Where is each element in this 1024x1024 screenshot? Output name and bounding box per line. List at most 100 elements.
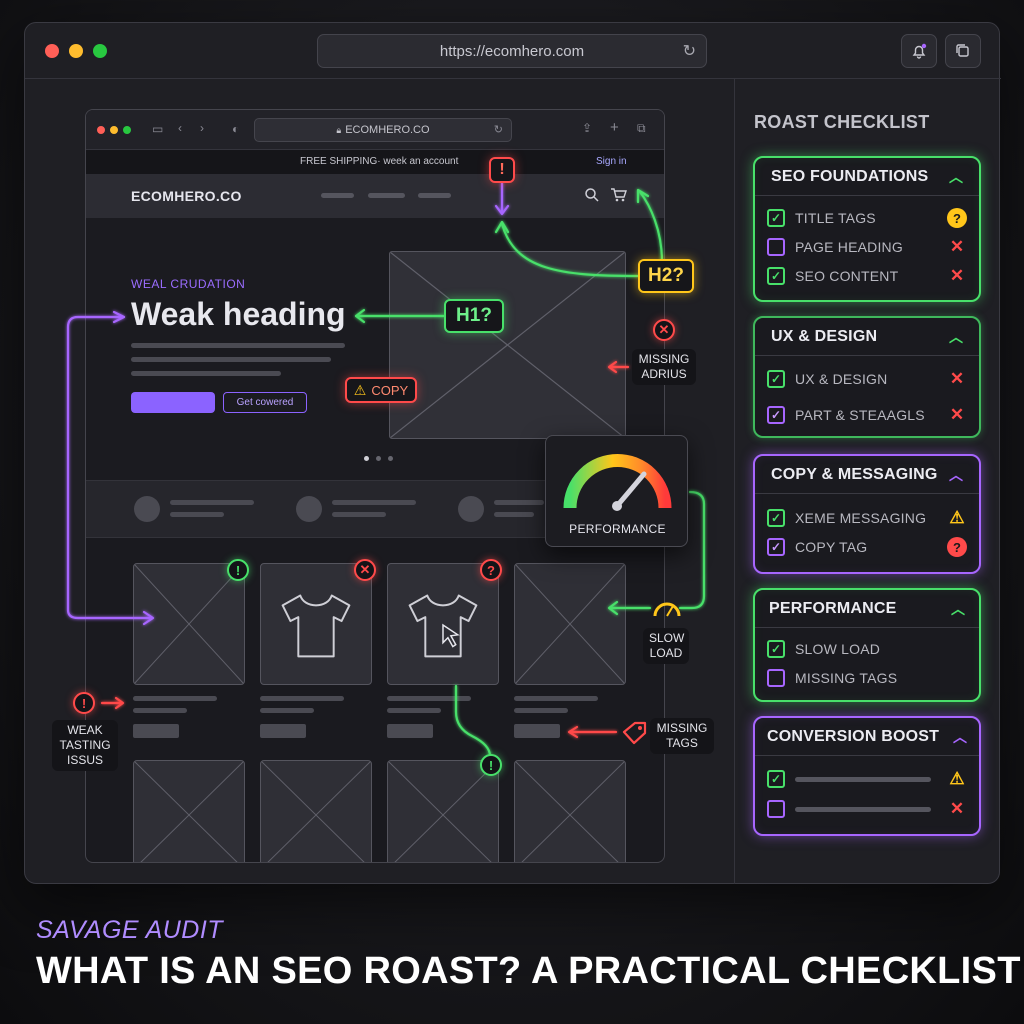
sign-in-link[interactable]: Sign in (596, 156, 627, 167)
checklist-panel-seo-foundations[interactable]: SEO FOUNDATIONS ︿ ✓ TITLE TAGS ? PAGE HE… (753, 156, 981, 302)
promo-bar: FREE SHIPPING· week an account Sign in (86, 150, 664, 174)
chevron-up-icon[interactable]: ︿ (951, 600, 965, 617)
checklist-item[interactable]: ✓ SLOW LOAD (767, 638, 967, 660)
product-price (133, 724, 179, 738)
error-x-icon: ✕ (653, 319, 675, 341)
checkbox-checked[interactable]: ✓ (767, 770, 785, 788)
h1-annotation-badge[interactable]: H1? (444, 299, 504, 333)
close-window-button[interactable] (45, 44, 59, 58)
cart-icon[interactable] (610, 187, 628, 203)
checklist-item[interactable]: ✓ UX & DESIGN ✕ (767, 368, 967, 390)
checklist-panel-conversion-boost[interactable]: CONVERSION BOOST ︿ ✓ ⚠ ✕ (753, 716, 981, 836)
secondary-cta-button[interactable]: Get cowered (223, 392, 307, 413)
mock-maximize-button[interactable] (123, 126, 131, 134)
missing-adrius-callout: MISSING ADRIUS (632, 349, 696, 385)
checkbox-checked[interactable]: ✓ (767, 267, 785, 285)
carousel-dot-active[interactable] (364, 456, 369, 461)
carousel-dot[interactable] (376, 456, 381, 461)
copy-annotation-badge[interactable]: ⚠ COPY (345, 377, 417, 403)
performance-gauge-card[interactable]: PERFORMANCE (545, 435, 688, 547)
gauge-icon (563, 454, 672, 511)
checkbox-unchecked[interactable] (767, 800, 785, 818)
promo-text: FREE SHIPPING· week an account (300, 156, 459, 167)
product-card[interactable] (260, 760, 372, 862)
copy-annotation-label: COPY (371, 382, 409, 398)
panel-header[interactable]: CONVERSION BOOST ︿ (755, 718, 979, 756)
checkbox-checked[interactable]: ✓ (767, 370, 785, 388)
checkbox-checked[interactable]: ✓ (767, 209, 785, 227)
panel-title: UX & DESIGN (771, 327, 878, 345)
checklist-item[interactable]: MISSING TAGS (767, 667, 967, 689)
mock-close-button[interactable] (97, 126, 105, 134)
mock-address-bar[interactable]: 🔒︎ ECOMHERO.CO ↻ (254, 118, 512, 142)
product-card[interactable] (133, 760, 245, 862)
back-icon[interactable]: ‹ (178, 121, 182, 135)
checklist-panel-performance[interactable]: PERFORMANCE ︿ ✓ SLOW LOAD MISSING TAGS (753, 588, 981, 702)
feature-text (494, 512, 534, 517)
checkbox-checked[interactable]: ✓ (767, 640, 785, 658)
reload-icon[interactable]: ↻ (682, 43, 696, 60)
site-navbar: ECOMHERO.CO (86, 174, 664, 218)
chevron-up-icon[interactable]: ︿ (949, 328, 963, 345)
checklist-item[interactable]: ✕ (767, 798, 967, 820)
minimize-window-button[interactable] (69, 44, 83, 58)
lock-icon: 🔒︎ (336, 124, 342, 135)
feature-text (170, 500, 254, 505)
checklist-item[interactable]: ✓ TITLE TAGS ? (767, 207, 967, 229)
checklist-item-placeholder (795, 806, 931, 812)
checkbox-unchecked[interactable] (767, 669, 785, 687)
copy-button[interactable] (945, 34, 981, 68)
checklist-item[interactable]: ✓ COPY TAG ? (767, 536, 967, 558)
mock-reload-icon[interactable]: ↻ (493, 124, 503, 136)
tabs-icon[interactable]: ⧉ (637, 121, 646, 135)
address-bar[interactable]: https://ecomhero.com ↻ (317, 34, 707, 68)
notification-button[interactable] (901, 34, 937, 68)
checklist-item[interactable]: ✓ PART & STEAAGLS ✕ (767, 404, 967, 426)
chevron-up-icon[interactable]: ︿ (949, 466, 963, 483)
nav-link-2[interactable] (368, 193, 405, 198)
product-title (514, 696, 598, 701)
checkbox-checked[interactable]: ✓ (767, 509, 785, 527)
site-logo[interactable]: ECOMHERO.CO (131, 188, 242, 204)
search-icon[interactable] (584, 187, 600, 203)
checklist-panel-copy-messaging[interactable]: COPY & MESSAGING ︿ ✓ XEME MESSAGING ⚠ ✓ … (753, 454, 981, 574)
panel-title: PERFORMANCE (769, 599, 897, 617)
checkbox-checked[interactable]: ✓ (767, 538, 785, 556)
chevron-up-icon[interactable]: ︿ (953, 728, 967, 745)
mock-minimize-button[interactable] (110, 126, 118, 134)
checklist-panel-ux-design[interactable]: UX & DESIGN ︿ ✓ UX & DESIGN ✕ ✓ PART & S… (753, 316, 981, 438)
product-card[interactable] (387, 760, 499, 862)
checkbox-unchecked[interactable] (767, 238, 785, 256)
panel-header[interactable]: PERFORMANCE ︿ (755, 590, 979, 628)
product-card[interactable] (260, 563, 372, 685)
nav-link-3[interactable] (418, 193, 451, 198)
primary-cta-button[interactable] (131, 392, 215, 413)
checklist-item[interactable]: ✓ ⚠ (767, 768, 967, 790)
product-card[interactable] (387, 563, 499, 685)
new-tab-icon[interactable]: + (610, 119, 619, 136)
hero-text-line (131, 371, 281, 376)
checklist-item[interactable]: ✓ SEO CONTENT ✕ (767, 265, 967, 287)
chevron-up-icon[interactable]: ︿ (949, 168, 963, 185)
product-card[interactable] (133, 563, 245, 685)
alert-annotation-badge[interactable]: ! (489, 157, 515, 183)
maximize-window-button[interactable] (93, 44, 107, 58)
sidebar-icon[interactable]: ▭ (152, 122, 164, 136)
checklist-item[interactable]: ✓ XEME MESSAGING ⚠ (767, 507, 967, 529)
panel-header[interactable]: UX & DESIGN ︿ (755, 318, 979, 356)
forward-icon[interactable]: › (200, 121, 204, 135)
carousel-dot[interactable] (388, 456, 393, 461)
fail-x-icon: ✕ (949, 266, 965, 285)
product-card[interactable] (514, 760, 626, 862)
product-card[interactable] (514, 563, 626, 685)
feature-icon (134, 496, 160, 522)
h2-annotation-badge[interactable]: H2? (638, 259, 694, 293)
nav-link-1[interactable] (321, 193, 354, 198)
share-icon[interactable]: ⇪ (582, 121, 593, 135)
checklist-item[interactable]: PAGE HEADING ✕ (767, 236, 967, 258)
product-title (387, 696, 471, 701)
checkbox-checked[interactable]: ✓ (767, 406, 785, 424)
panel-header[interactable]: COPY & MESSAGING ︿ (755, 456, 979, 494)
panel-header[interactable]: SEO FOUNDATIONS ︿ (755, 158, 979, 196)
